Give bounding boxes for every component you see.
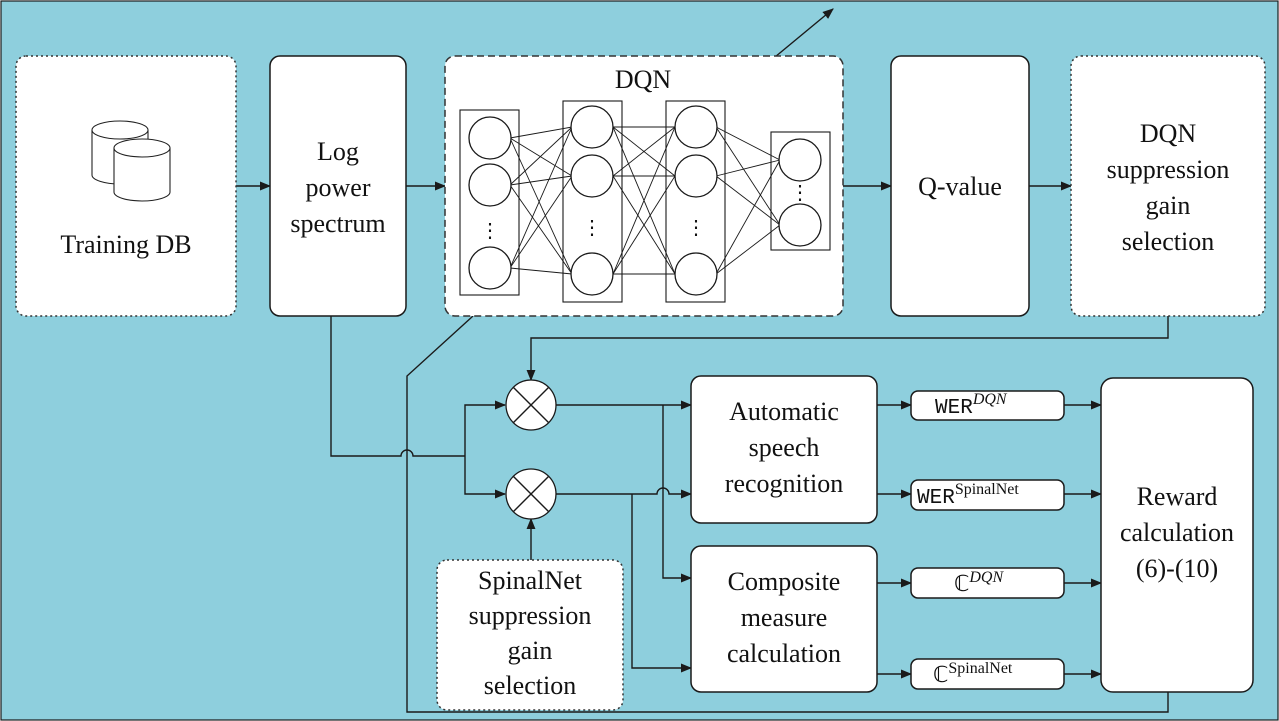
composite-line1: Composite [728,567,841,596]
q-value-block: Q-value [890,55,1030,317]
svg-text:ℂSpinalNet: ℂSpinalNet [933,660,1013,688]
connectors [236,8,1169,713]
composite-measure-block: Composite measure calculation [690,545,878,693]
wer-spinalnet-superscript: SpinalNet [955,481,1020,498]
wer-label: WER [935,397,973,420]
log-power-line1: Log [317,137,359,166]
dqn-title: DQN [615,65,672,94]
dqn-gain-selection-block: DQN suppression gain selection [1070,55,1266,317]
dqn-gain-line1: DQN [1140,119,1197,148]
c-label: ℂ [954,572,969,597]
log-power-spectrum-block: Log power spectrum [269,55,407,317]
log-power-line2: power [306,173,371,202]
wer-label: WER [917,487,955,510]
database-icon [91,120,171,202]
wer-dqn-superscript: DQN [972,391,1008,408]
spinal-gain-line4: selection [484,671,576,700]
c-dqn-superscript: DQN [968,569,1004,586]
ellipsis-icon: ⋮ [790,182,810,204]
spinalnet-gain-selection-block: SpinalNet suppression gain selection [436,559,624,711]
dqn-gain-line4: selection [1122,227,1214,256]
wer-dqn-box: WERDQN [910,390,1065,421]
c-spinalnet-superscript: SpinalNet [948,660,1013,677]
ellipsis-icon: ⋮ [582,217,602,239]
svg-text:ℂDQN: ℂDQN [954,569,1004,597]
log-power-line3: spectrum [290,209,385,238]
reward-calculation-block: Reward calculation (6)-(10) [1100,377,1254,693]
svg-text:WERSpinalNet: WERSpinalNet [917,481,1019,510]
c-label: ℂ [933,663,948,688]
ellipsis-icon: ⋮ [686,217,706,239]
dqn-network-diagram: ⋮ ⋮ ⋮ ⋮ [459,100,831,303]
asr-block: Automatic speech recognition [690,375,878,524]
dqn-gain-line3: gain [1146,191,1191,220]
c-dqn-box: ℂDQN [910,567,1065,599]
asr-line2: speech [749,433,820,462]
composite-line3: calculation [727,639,841,668]
reward-line2: calculation [1120,518,1234,547]
wer-spinalnet-box: WERSpinalNet [910,479,1065,511]
spinal-gain-line3: gain [508,636,553,665]
q-value-label: Q-value [918,172,1002,201]
dqn-block: DQN [444,55,844,317]
multiply-node-icon [505,379,557,431]
asr-line1: Automatic [729,397,839,426]
dqn-gain-line2: suppression [1107,155,1230,184]
c-spinalnet-box: ℂSpinalNet [910,658,1065,690]
reward-line3: (6)-(10) [1136,554,1218,583]
svg-text:WERDQN: WERDQN [935,391,1008,420]
composite-line2: measure [741,603,828,632]
spinal-gain-line2: suppression [469,601,592,630]
training-db-label: Training DB [60,230,191,259]
multiply-node-icon [505,468,557,520]
reward-line1: Reward [1137,482,1218,511]
ellipsis-icon: ⋮ [480,220,500,242]
spinal-gain-line1: SpinalNet [478,566,583,595]
training-db-block: Training DB [15,55,237,317]
asr-line3: recognition [725,469,843,498]
